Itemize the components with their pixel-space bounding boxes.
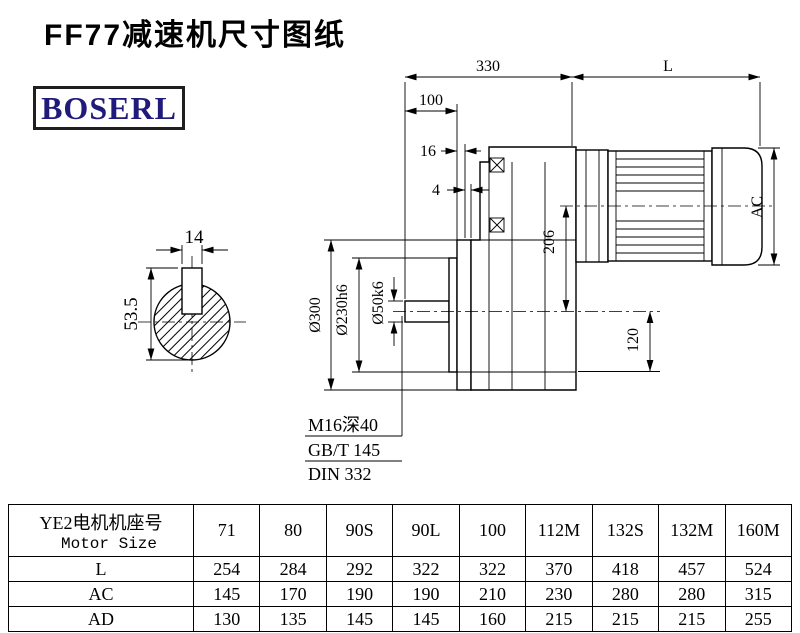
gearbox-main-view xyxy=(393,146,776,391)
dim-206-label: 206 xyxy=(541,230,558,254)
dim-value-cell: 230 xyxy=(525,581,593,607)
table-row-AC: AC 145 170 190 190 210 230 280 280 315 xyxy=(8,581,792,607)
thread-notes: M16深40 GB/T 145 DIN 332 xyxy=(305,316,403,484)
page-title: FF77减速机尺寸图纸 xyxy=(44,19,347,52)
dim-value-cell: 145 xyxy=(392,606,460,632)
dim-value-cell: 190 xyxy=(325,581,394,607)
dim-value-cell: 370 xyxy=(525,556,593,582)
dim-100-label: 100 xyxy=(419,92,443,109)
dim-value-cell: 190 xyxy=(392,581,460,607)
header-line1: YE2电机机座号 xyxy=(39,512,163,533)
technical-drawing: 14 53.5 xyxy=(121,58,780,484)
dim-value-cell: 215 xyxy=(525,606,593,632)
shaft-section-view: 14 53.5 xyxy=(121,227,246,374)
dia-300-label: Ø300 xyxy=(307,297,324,333)
output-flange xyxy=(456,239,472,391)
dimensions: 330 L 100 16 4 Ø300 Ø230h6 xyxy=(307,58,780,391)
dim-value-cell: 210 xyxy=(458,581,527,607)
dim-value-cell: 170 xyxy=(259,581,327,607)
size-col-header: 90S xyxy=(325,504,394,557)
dim-value-cell: 254 xyxy=(192,556,261,582)
size-col-header: 100 xyxy=(458,504,527,557)
dim-value-cell: 215 xyxy=(591,606,660,632)
keyway xyxy=(181,267,203,315)
gear-housing xyxy=(470,146,577,391)
dim-value-cell: 145 xyxy=(192,581,261,607)
fan-cowl xyxy=(711,147,763,266)
size-col-header: 132S xyxy=(591,504,660,557)
dim-value-cell: 322 xyxy=(458,556,527,582)
dim-value-cell: 145 xyxy=(325,606,394,632)
dim-value-cell: 292 xyxy=(325,556,394,582)
size-col-header: 80 xyxy=(259,504,327,557)
bolt-hole-symbol xyxy=(489,157,505,233)
dim-value-cell: 255 xyxy=(724,606,792,632)
size-col-header: 132M xyxy=(658,504,726,557)
dim-120-label: 120 xyxy=(625,328,642,352)
dim-value-cell: 524 xyxy=(724,556,792,582)
dia-50k6-label: Ø50k6 xyxy=(370,281,387,325)
dim-14-label: 14 xyxy=(185,227,205,248)
dim-4-label: 4 xyxy=(432,182,440,199)
flange-spigot xyxy=(448,257,458,373)
dia-230h6-label: Ø230h6 xyxy=(334,284,351,336)
dim-value-cell: 280 xyxy=(658,581,726,607)
table-row-L: L 254 284 292 322 322 370 418 457 524 xyxy=(8,556,792,582)
dim-value-cell: 322 xyxy=(392,556,460,582)
dim-value-cell: 418 xyxy=(591,556,660,582)
dim-value-cell: 457 xyxy=(658,556,726,582)
dim-330-label: 330 xyxy=(476,58,500,75)
size-col-header: 71 xyxy=(192,504,261,557)
size-col-header: 160M xyxy=(724,504,792,557)
dim-16-label: 16 xyxy=(420,143,436,160)
note-gb-label: GB/T 145 xyxy=(308,440,380,460)
size-col-header: 90L xyxy=(392,504,460,557)
note-din-label: DIN 332 xyxy=(308,464,372,484)
dim-value-cell: 215 xyxy=(658,606,726,632)
dim-value-cell: 284 xyxy=(259,556,327,582)
dim-row-label: AC xyxy=(8,581,194,607)
dim-value-cell: 160 xyxy=(458,606,527,632)
dim-value-cell: 315 xyxy=(724,581,792,607)
dim-L-label: L xyxy=(663,58,673,75)
dim-value-cell: 130 xyxy=(192,606,261,632)
dim-row-label: L xyxy=(8,556,194,582)
motor-size-header-cell: YE2电机机座号 Motor Size xyxy=(8,504,194,557)
table-header-row: YE2电机机座号 Motor Size 71 80 90S 90L 100 11… xyxy=(8,504,792,557)
note-tap-label: M16深40 xyxy=(308,415,378,435)
motor-size-table: YE2电机机座号 Motor Size 71 80 90S 90L 100 11… xyxy=(8,504,792,632)
dim-53-5-label: 53.5 xyxy=(121,297,142,330)
dim-value-cell: 135 xyxy=(259,606,327,632)
size-col-header: 112M xyxy=(525,504,593,557)
dim-value-cell: 280 xyxy=(591,581,660,607)
brand-logo: BOSERL xyxy=(33,86,185,130)
header-line2: Motor Size xyxy=(60,534,157,553)
table-row-AD: AD 130 135 145 145 160 215 215 215 255 xyxy=(8,606,792,632)
dim-AC-label: AC xyxy=(749,196,766,218)
dim-row-label: AD xyxy=(8,606,194,632)
motor-fins xyxy=(616,158,704,254)
